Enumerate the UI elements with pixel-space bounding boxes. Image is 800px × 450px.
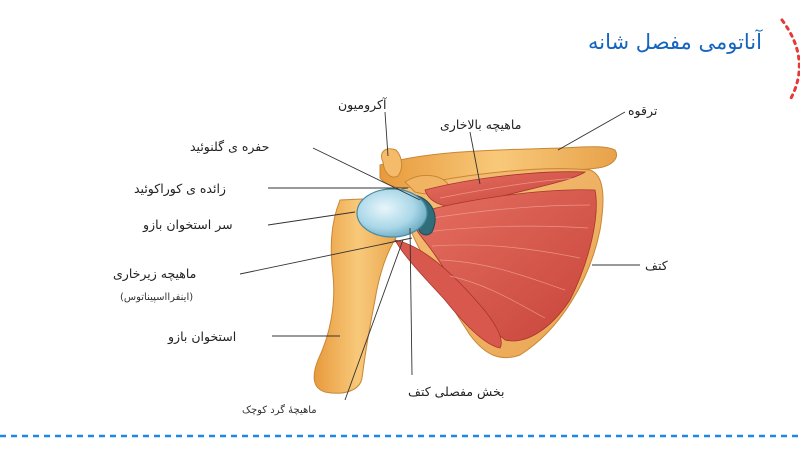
infraspinatus-muscle [409,189,597,342]
label-humeral-head: سر استخوان بازو [143,217,233,232]
muscle-fibers [419,177,591,319]
acromion-bone [381,148,403,178]
label-clavicle: ترقوه [628,103,658,118]
label-glenoid-fossa: حفره ی گلنوئید [190,139,270,154]
label-joint-capsule: بخش مفصلی کتف [408,384,505,399]
page-title: آناتومی مفصل شانه [588,30,762,54]
label-coracoid: زائده ی کوراکوئید [134,181,226,196]
teres-minor-muscle [394,239,502,349]
label-supraspinatus: ماهیچه بالاخاری [440,117,522,132]
humeral-head [356,188,428,238]
label-teres-minor: ماهیچهٔ گرد کوچک [242,405,317,416]
label-infraspinatus-sub: (اینفرااسپیناتوس) [120,292,194,303]
label-scapula: کتف [645,258,668,273]
decorative-arc [780,18,800,102]
label-humerus: استخوان بازو [168,329,237,344]
leader-lines [239,111,640,401]
label-acromion: آکرومیون [338,97,387,112]
label-infraspinatus: ماهیچه زیرخاری [113,266,197,281]
